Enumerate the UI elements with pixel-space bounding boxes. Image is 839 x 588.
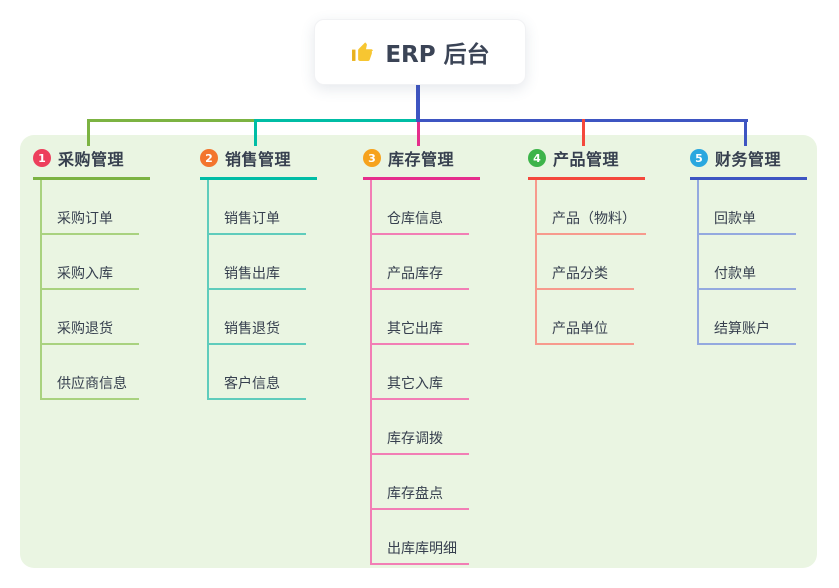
- branch-number-badge: 2: [200, 149, 218, 167]
- branch-drop-line-5: [744, 119, 747, 146]
- branch-number-badge: 4: [528, 149, 546, 167]
- thumbs-up-icon: [350, 40, 375, 65]
- branch-drop-line-1: [87, 119, 90, 146]
- branch-children: 仓库信息产品库存其它出库其它入库库存调拨库存盘点出库库明细: [370, 180, 498, 565]
- root-connector-line: [416, 83, 420, 122]
- branch-4: 4 产品管理产品（物料） 产品分类产品单位: [528, 146, 663, 345]
- child-node[interactable]: 结算账户: [699, 290, 825, 345]
- child-node[interactable]: 采购退货: [42, 290, 168, 345]
- child-label: 销售订单: [209, 208, 306, 235]
- child-label: 客户信息: [209, 373, 306, 400]
- child-label: 销售退货: [209, 318, 306, 345]
- child-label: 结算账户: [699, 318, 796, 345]
- child-label: 库存盘点: [372, 483, 469, 510]
- branch-title: 库存管理: [388, 150, 455, 169]
- child-node[interactable]: 产品（物料）: [537, 180, 663, 235]
- branches-panel: [20, 135, 817, 568]
- child-node[interactable]: 库存调拨: [372, 400, 498, 455]
- child-node[interactable]: 付款单: [699, 235, 825, 290]
- child-node[interactable]: 仓库信息: [372, 180, 498, 235]
- bus-segment-mid-teal: [255, 119, 418, 122]
- branch-drop-line-4: [582, 119, 585, 146]
- branch-header-5[interactable]: 5 财务管理: [690, 146, 807, 180]
- branch-title: 产品管理: [553, 150, 620, 169]
- child-node[interactable]: 采购订单: [42, 180, 168, 235]
- branch-number-badge: 3: [363, 149, 381, 167]
- child-label: 采购订单: [42, 208, 139, 235]
- child-node[interactable]: 出库库明细: [372, 510, 498, 565]
- branch-2: 2 销售管理销售订单销售出库销售退货客户信息: [200, 146, 335, 400]
- child-label: 产品库存: [372, 263, 469, 290]
- branch-children: 销售订单销售出库销售退货客户信息: [207, 180, 335, 400]
- branch-title: 销售管理: [225, 150, 292, 169]
- branch-3: 3 库存管理仓库信息产品库存其它出库其它入库库存调拨库存盘点出库库明细: [363, 146, 498, 565]
- child-node[interactable]: 销售订单: [209, 180, 335, 235]
- child-node[interactable]: 供应商信息: [42, 345, 168, 400]
- branch-drop-line-3: [417, 119, 420, 146]
- child-label: 采购入库: [42, 263, 139, 290]
- child-label: 其它出库: [372, 318, 469, 345]
- branch-header-4[interactable]: 4 产品管理: [528, 146, 645, 180]
- child-node[interactable]: 产品分类: [537, 235, 663, 290]
- branch-5: 5 财务管理回款单付款单结算账户: [690, 146, 825, 345]
- branch-children: 产品（物料） 产品分类产品单位: [535, 180, 663, 345]
- child-node[interactable]: 其它出库: [372, 290, 498, 345]
- root-title: ERP 后台: [385, 42, 490, 68]
- bus-segment-left-green: [88, 119, 255, 122]
- branch-children: 回款单付款单结算账户: [697, 180, 825, 345]
- child-node[interactable]: 产品单位: [537, 290, 663, 345]
- child-node[interactable]: 其它入库: [372, 345, 498, 400]
- child-label: 产品（物料）: [537, 208, 646, 235]
- child-label: 供应商信息: [42, 373, 139, 400]
- branch-1: 1 采购管理采购订单采购入库采购退货供应商信息: [33, 146, 168, 400]
- child-label: 出库库明细: [372, 538, 469, 565]
- child-label: 产品单位: [537, 318, 634, 345]
- child-node[interactable]: 产品库存: [372, 235, 498, 290]
- child-label: 采购退货: [42, 318, 139, 345]
- branch-number-badge: 5: [690, 149, 708, 167]
- root-node-erp[interactable]: ERP 后台: [314, 19, 526, 85]
- child-node[interactable]: 采购入库: [42, 235, 168, 290]
- branch-drop-line-2: [254, 119, 257, 146]
- child-label: 付款单: [699, 263, 796, 290]
- child-label: 产品分类: [537, 263, 634, 290]
- branch-title: 财务管理: [715, 150, 782, 169]
- child-label: 其它入库: [372, 373, 469, 400]
- branch-children: 采购订单采购入库采购退货供应商信息: [40, 180, 168, 400]
- child-node[interactable]: 库存盘点: [372, 455, 498, 510]
- branch-header-3[interactable]: 3 库存管理: [363, 146, 480, 180]
- branch-title: 采购管理: [58, 150, 125, 169]
- child-label: 库存调拨: [372, 428, 469, 455]
- child-label: 回款单: [699, 208, 796, 235]
- child-node[interactable]: 销售出库: [209, 235, 335, 290]
- child-label: 仓库信息: [372, 208, 469, 235]
- branch-header-1[interactable]: 1 采购管理: [33, 146, 150, 180]
- child-label: 销售出库: [209, 263, 306, 290]
- child-node[interactable]: 销售退货: [209, 290, 335, 345]
- branch-number-badge: 1: [33, 149, 51, 167]
- child-node[interactable]: 回款单: [699, 180, 825, 235]
- child-node[interactable]: 客户信息: [209, 345, 335, 400]
- branch-header-2[interactable]: 2 销售管理: [200, 146, 317, 180]
